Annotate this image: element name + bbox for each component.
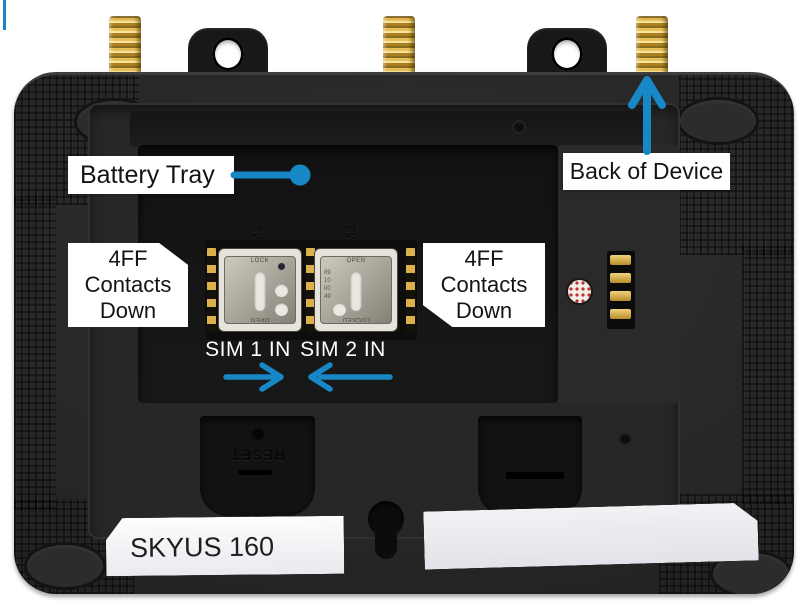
sim-contact-pins-middle xyxy=(306,248,315,332)
reset-notch: RESET xyxy=(200,416,315,516)
battery-tray-label: Battery Tray xyxy=(68,156,234,194)
sim1-contact-window xyxy=(275,284,288,297)
sim1-open-marking: OPEN xyxy=(250,316,270,322)
screw-top xyxy=(512,120,526,134)
corner-bump-top-right xyxy=(677,97,759,145)
mounting-hole xyxy=(551,37,583,71)
product-name-text: SKYUS 160 xyxy=(129,531,275,563)
cover-latch-channel xyxy=(130,111,650,147)
sim1-holder-slot xyxy=(254,271,266,311)
antenna-threads xyxy=(383,16,415,82)
moisture-indicator-sticker xyxy=(568,280,591,303)
page-edge-tick xyxy=(3,0,6,30)
contacts-down-right-label: 4FF Contacts Down xyxy=(423,243,545,327)
sim-slot-2: OPEN 89 10 00 49 LOCKED xyxy=(315,249,397,331)
blank-sticker xyxy=(423,502,758,569)
sim-module: LOCK OPEN OPEN 89 10 00 49 LOCKED xyxy=(205,240,417,340)
sim1-pivot-dot xyxy=(278,263,285,270)
contacts-down-left-label: 4FF Contacts Down xyxy=(68,243,188,327)
sim2-holder-slot xyxy=(350,271,362,311)
sim1-metal-holder: LOCK OPEN xyxy=(224,256,296,324)
antenna-threads xyxy=(109,16,141,82)
sim-contact-pins-left xyxy=(207,248,216,332)
product-sticker: SKYUS 160 xyxy=(106,516,345,576)
texture-left-band xyxy=(14,195,56,509)
keyhole-mount-stem xyxy=(375,523,397,559)
sim1-in-label: SIM 1 IN xyxy=(205,338,291,361)
reset-slot xyxy=(238,470,272,475)
reset-molded-text: RESET xyxy=(230,446,286,463)
antenna-threads xyxy=(636,16,668,82)
right-notch-ledge xyxy=(506,472,564,479)
reset-button-hole xyxy=(251,428,264,441)
sim2-metal-holder: OPEN 89 10 00 49 LOCKED xyxy=(320,256,392,324)
sim1-contact-window xyxy=(275,303,288,316)
battery-contacts xyxy=(607,251,635,329)
back-of-device-label: Back of Device xyxy=(563,153,730,190)
sim2-open-marking: OPEN xyxy=(346,258,366,264)
sim2-contact-window xyxy=(333,303,346,316)
right-notch xyxy=(478,416,582,516)
screw-bottom-right xyxy=(618,432,632,446)
mounting-hole xyxy=(212,37,244,71)
texture-right-band xyxy=(742,245,794,504)
sim1-lock-marking: LOCK xyxy=(250,258,270,264)
sim2-in-label: SIM 2 IN xyxy=(300,338,386,361)
sim-contact-pins-right xyxy=(406,248,415,332)
sim2-card-digits: 89 10 00 49 xyxy=(324,270,331,300)
sim2-lock-marking: LOCKED xyxy=(342,316,370,322)
sim-slot-1: LOCK OPEN xyxy=(219,249,301,331)
corner-bump-bottom-left xyxy=(24,542,106,590)
